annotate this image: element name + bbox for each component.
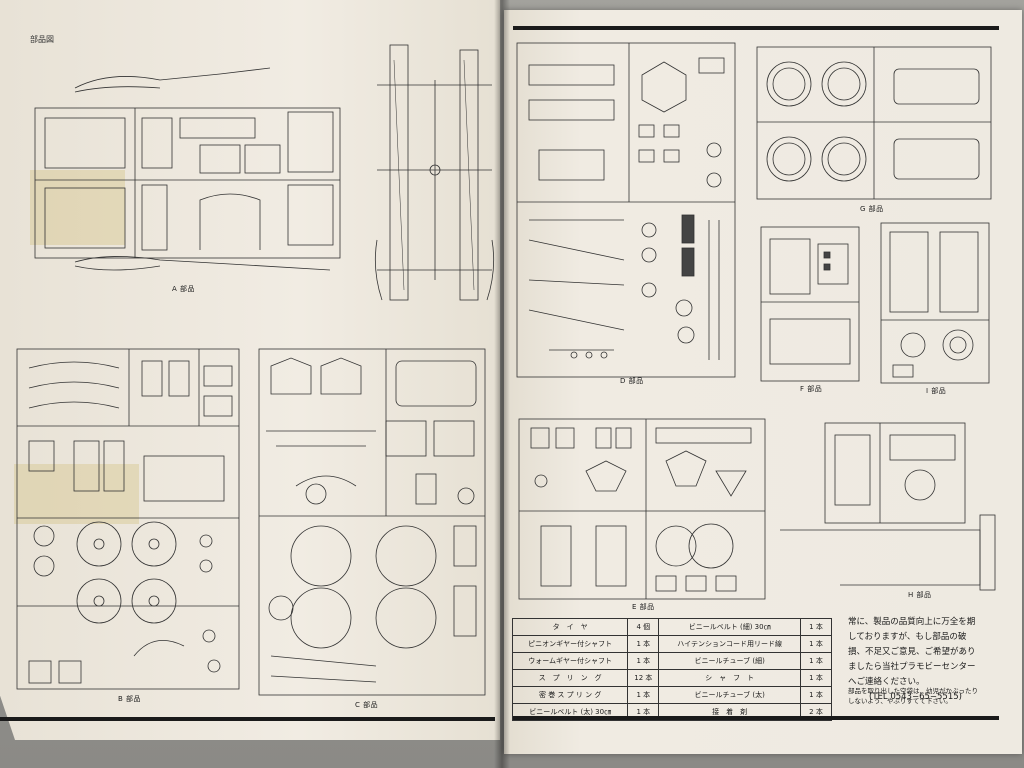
sprue-f-caption: F 部品 [800, 385, 823, 393]
table-cell-item: ハイテンションコード用リード線 [658, 635, 801, 653]
sprue-a-diagram [30, 67, 341, 271]
table-cell-item: 密 巻 ス プ リ ン グ [511, 686, 629, 704]
sprue-f-diagram [760, 226, 860, 382]
table-cell-item: タ イ ヤ [511, 618, 629, 636]
page-gutter [494, 0, 510, 768]
sprue-c-diagram [258, 348, 486, 696]
sprue-frame-diagram [374, 44, 495, 301]
sprue-b-diagram [14, 348, 240, 690]
table-cell-item: ビニールチューブ (細) [658, 652, 801, 670]
notice-text: 常に、製品の品質向上に万全を期しておりますが、もし部品の破損、不足又ご意見、ご希… [848, 617, 976, 687]
table-cell-qty: 1 本 [800, 652, 832, 670]
right-bottom-rule [513, 716, 999, 720]
sprue-a-caption: A 部品 [172, 285, 196, 293]
table-cell-item: ピニオンギヤー付シャフト [511, 635, 629, 653]
sprue-h-caption: H 部品 [908, 591, 932, 599]
sprue-d-caption: D 部品 [620, 377, 644, 385]
sprue-e-diagram [518, 418, 766, 600]
sprue-b-caption: B 部品 [118, 695, 142, 703]
table-cell-qty: 1 本 [800, 618, 832, 636]
page-header-label: 部品図 [30, 35, 54, 44]
table-cell-item: ス プ リ ン グ [511, 669, 629, 687]
left-bottom-rule [0, 717, 495, 721]
sprue-g-diagram [756, 46, 992, 200]
sprue-c-caption: C 部品 [355, 701, 379, 709]
table-cell-qty: 12 本 [627, 669, 660, 687]
table-cell-qty: 1 本 [627, 652, 660, 670]
safety-note: 部品を取り出した空袋は、幼児がかぶったりしないよう、やぶりすてて下さい。 [848, 687, 978, 705]
table-cell-item: ビニールベルト (細) 30㎝ [658, 618, 801, 636]
table-cell-qty: 1 本 [627, 686, 660, 704]
accessory-parts-table: タ イ ヤ 4 個 ビニールベルト (細) 30㎝ 1 本 ピニオンギヤー付シャ… [511, 618, 832, 721]
table-row: タ イ ヤ 4 個 ビニールベルト (細) 30㎝ 1 本 [511, 618, 832, 636]
sprue-i-diagram [880, 222, 990, 384]
table-cell-qty: 1 本 [800, 686, 832, 704]
table-cell-item: シ ャ フ ト [658, 669, 801, 687]
table-cell-qty: 4 個 [627, 618, 660, 636]
table-row: ピニオンギヤー付シャフト 1 本 ハイテンションコード用リード線 1 本 [511, 635, 832, 653]
sprue-g-caption: G 部品 [860, 205, 884, 213]
table-cell-qty: 1 本 [800, 635, 832, 653]
right-top-rule [513, 26, 999, 30]
table-row: ウォームギヤー付シャフト 1 本 ビニールチューブ (細) 1 本 [511, 652, 832, 670]
table-cell-item: ビニールチューブ (太) [658, 686, 801, 704]
table-row: ス プ リ ン グ 12 本 シ ャ フ ト 1 本 [511, 669, 832, 687]
table-cell-qty: 1 本 [800, 669, 832, 687]
sprue-e-caption: E 部品 [632, 603, 655, 611]
table-row: 密 巻 ス プ リ ン グ 1 本 ビニールチューブ (太) 1 本 [511, 686, 832, 704]
sprue-d-diagram [516, 42, 736, 378]
table-cell-item: ウォームギヤー付シャフト [511, 652, 629, 670]
sprue-h-diagram [780, 422, 996, 591]
sprue-i-caption: I 部品 [926, 387, 947, 395]
customer-notice: 常に、製品の品質向上に万全を期しておりますが、もし部品の破損、不足又ご意見、ご希… [848, 615, 983, 705]
notice-phone: (TEL 0543−65−5515) [869, 692, 962, 702]
table-cell-qty: 1 本 [627, 635, 660, 653]
